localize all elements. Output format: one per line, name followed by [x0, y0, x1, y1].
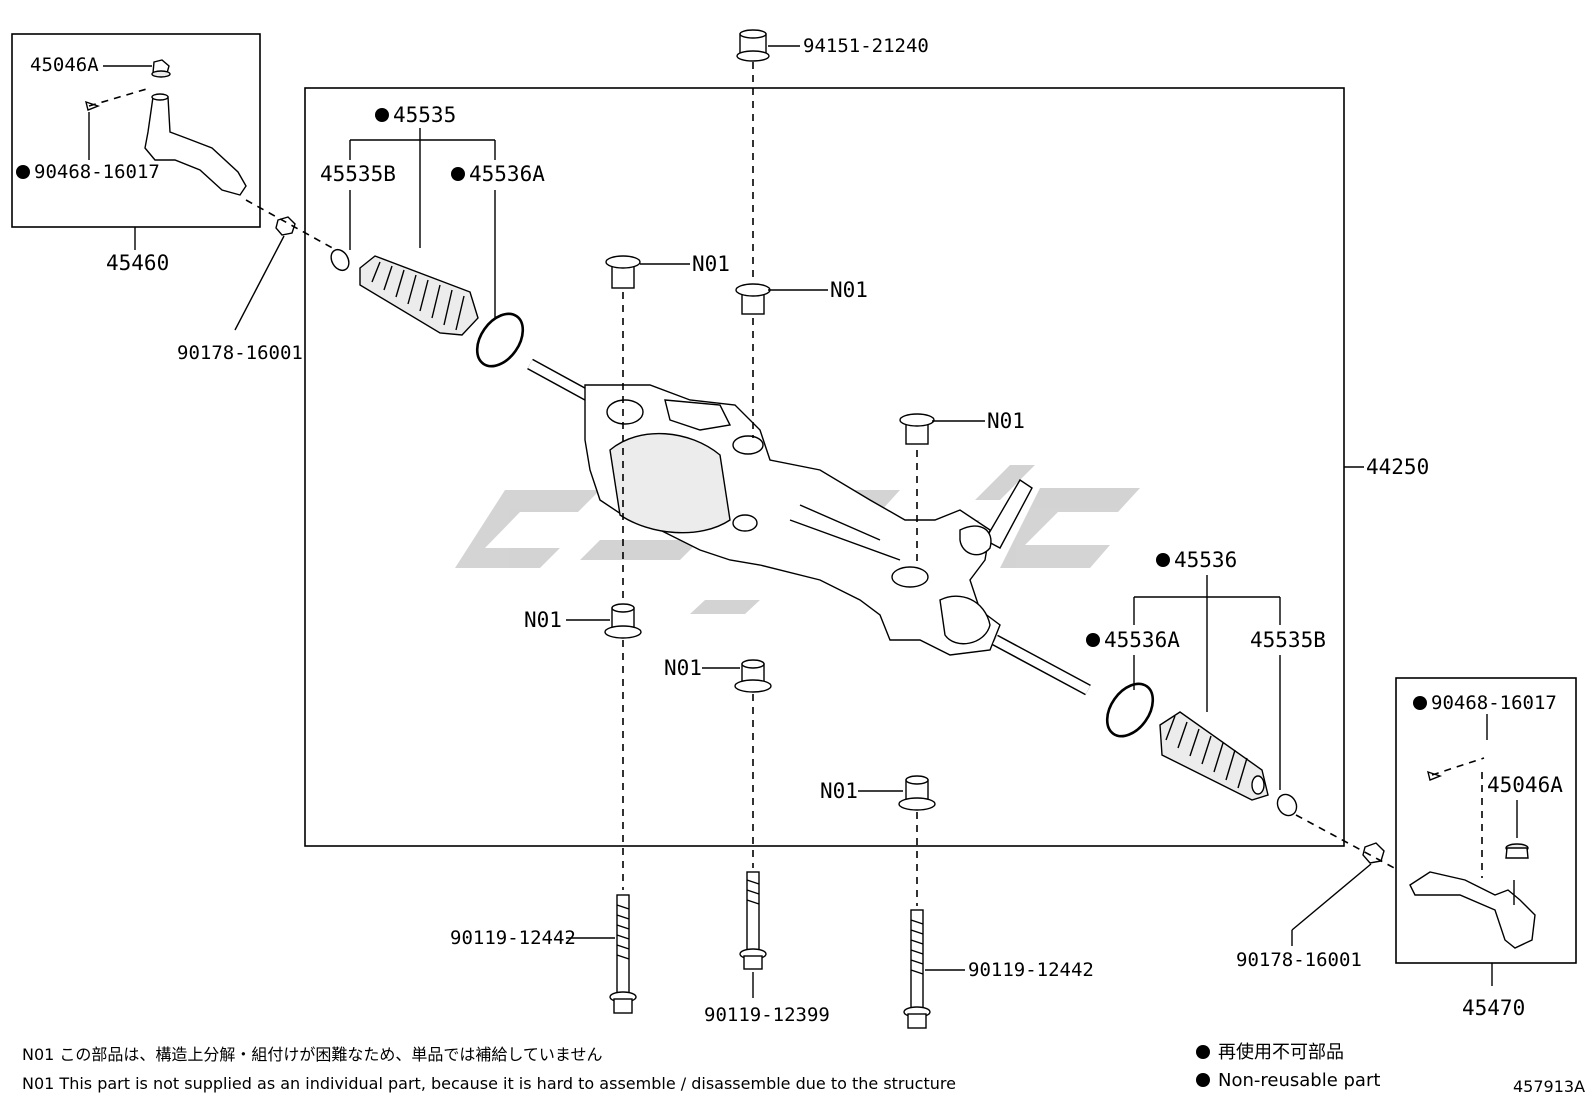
left-nut-label: 90178-16001 [177, 342, 303, 364]
ring-right-label: 45536A [1104, 628, 1180, 652]
non-reusable-mark [1413, 696, 1427, 710]
legend-en: Non-reusable part [1218, 1070, 1380, 1091]
bushing-n01-6 [898, 775, 936, 811]
clamp-right-label: 45535B [1250, 628, 1326, 652]
bolt-mid-label: 90119-12399 [704, 1004, 830, 1026]
left-tie-rod-box [11, 33, 261, 228]
box-left-pin-label: 90468-16017 [34, 161, 160, 183]
figure-id: 457913A [1513, 1077, 1585, 1096]
legend-jp: 再使用不可部品 [1218, 1042, 1344, 1063]
bushing-n01-3 [899, 413, 935, 445]
bushing-n01-1 [605, 255, 641, 289]
non-reusable-mark [1156, 553, 1170, 567]
bushing-n01-2 [735, 283, 771, 315]
top-nut-label: 94151-21240 [803, 35, 929, 57]
bolt-left-label: 90119-12442 [450, 927, 576, 949]
right-ring [1105, 682, 1155, 738]
n01-label: N01 [830, 278, 868, 302]
n01-label: N01 [664, 656, 702, 680]
left-clamp [330, 248, 350, 272]
left-tie-rod-code: 45460 [106, 251, 169, 275]
box-left-nut-label: 45046A [30, 54, 99, 76]
left-nut [275, 216, 296, 236]
clamp-left-label: 45535B [320, 162, 396, 186]
bolt-mid [739, 871, 767, 970]
note-en: N01 This part is not supplied as an indi… [22, 1074, 956, 1093]
right-tie-rod-box [1395, 677, 1577, 964]
left-tie-rod-end [85, 59, 247, 196]
box-right-nut-label: 45046A [1487, 773, 1563, 797]
bolt-right-label: 90119-12442 [968, 959, 1094, 981]
n01-label: N01 [987, 409, 1025, 433]
steering-rack [527, 358, 1091, 696]
non-reusable-mark [451, 167, 465, 181]
bolt-right [903, 909, 931, 1029]
non-reusable-mark [16, 165, 30, 179]
boot-left-label: 45535 [393, 103, 456, 127]
n01-label: N01 [692, 252, 730, 276]
right-nut-label: 90178-16001 [1236, 949, 1362, 971]
ring-left-label: 45536A [469, 162, 545, 186]
n01-label: N01 [820, 779, 858, 803]
left-ring [475, 312, 525, 368]
non-reusable-mark [1086, 633, 1100, 647]
box-right-pin-label: 90468-16017 [1431, 692, 1557, 714]
left-boot [359, 255, 479, 336]
legend-mark-jp [1196, 1045, 1210, 1059]
right-boot [1159, 711, 1269, 801]
n01-label: N01 [524, 608, 562, 632]
right-tie-rod-code: 45470 [1462, 996, 1525, 1020]
right-tie-rod-end [1409, 843, 1536, 949]
note-jp: N01 この部品は、構造上分解・組付けが困難なため、単品では補給していません [22, 1045, 602, 1064]
right-clamp [1276, 793, 1298, 817]
bushing-n01-4 [604, 603, 642, 639]
bolt-left [609, 894, 637, 1014]
boot-right-label: 45536 [1174, 548, 1237, 572]
non-reusable-mark [375, 108, 389, 122]
bushing-n01-5 [734, 659, 772, 693]
legend-mark-en [1196, 1073, 1210, 1087]
top-nut [736, 29, 770, 62]
assembly-code: 44250 [1366, 455, 1429, 479]
